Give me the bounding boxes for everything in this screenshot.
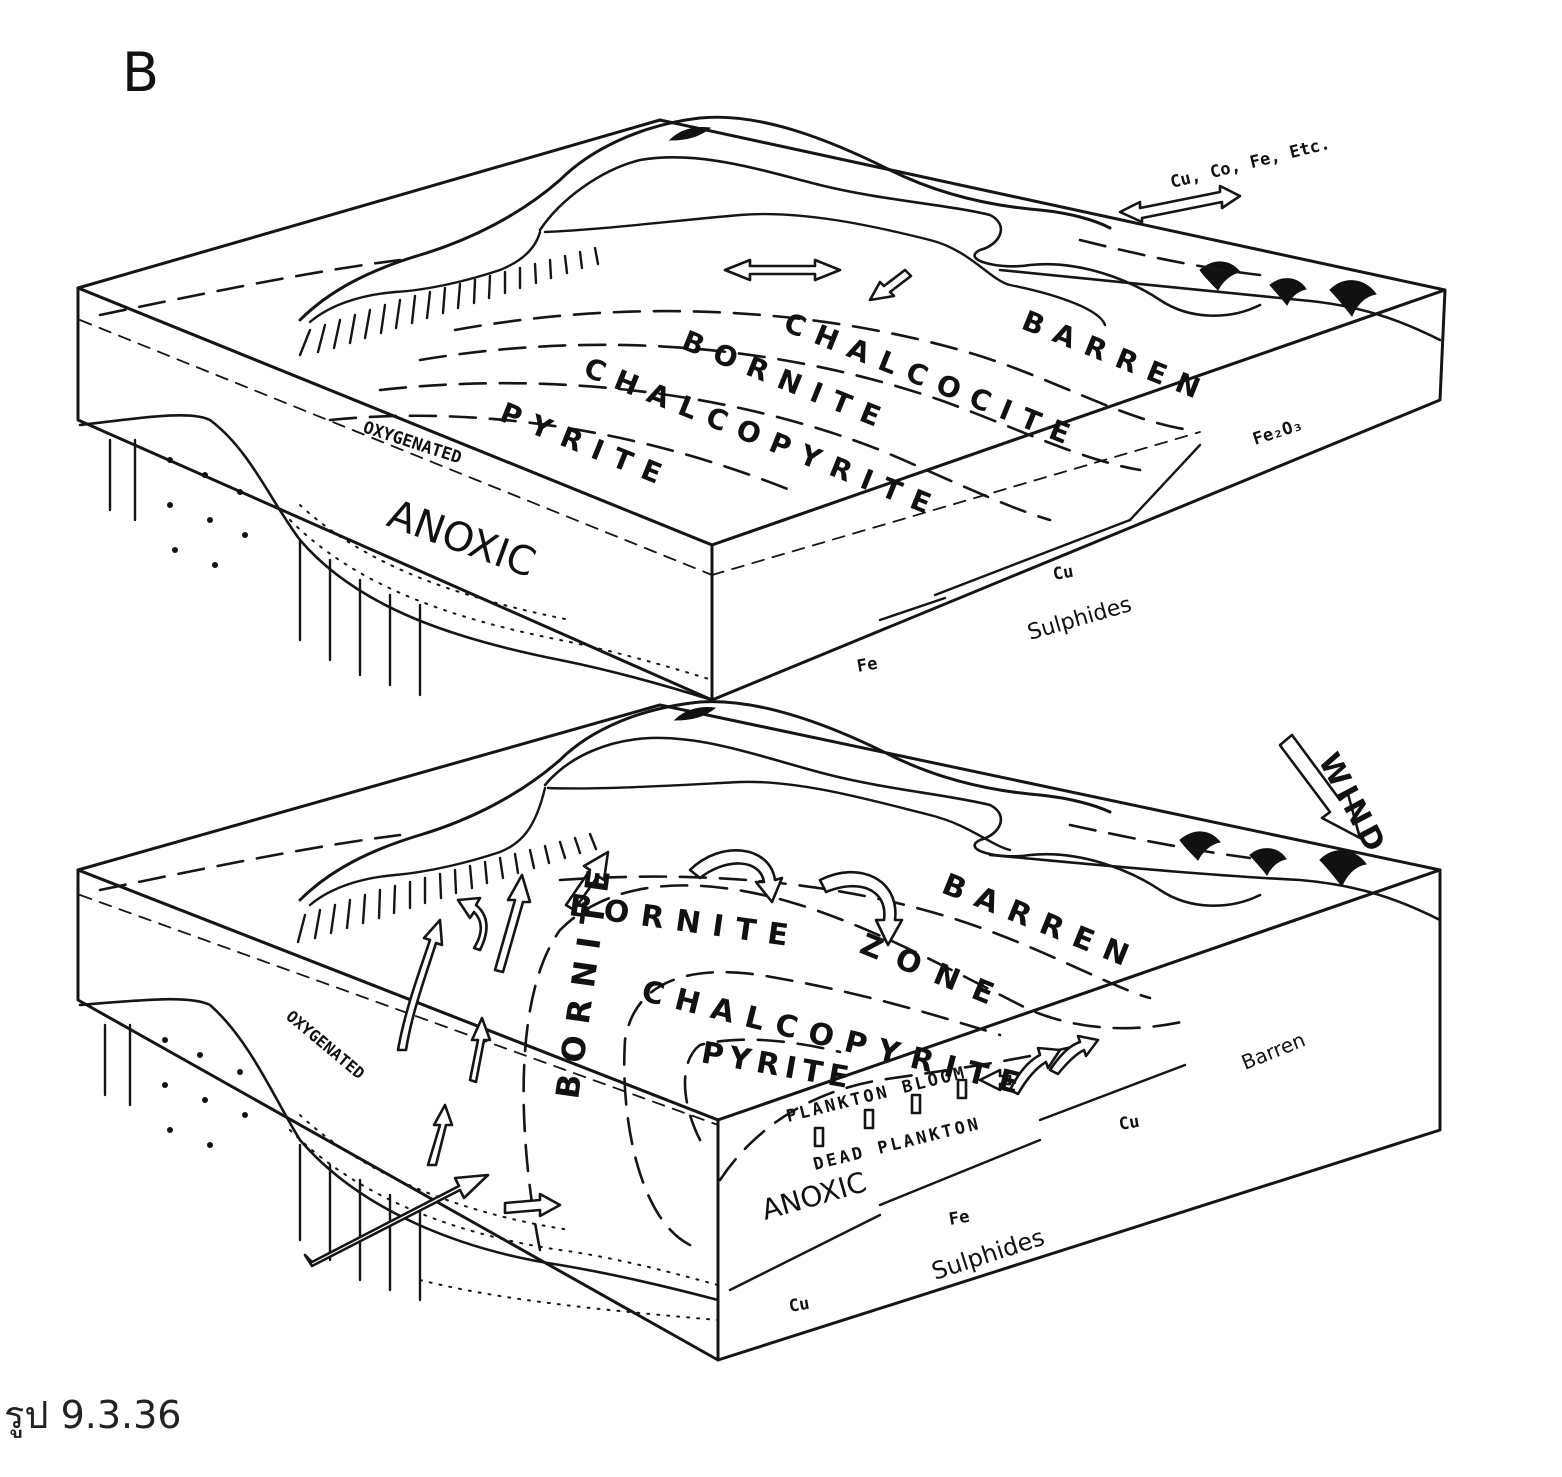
lower-front-dots bbox=[162, 1037, 248, 1148]
upper-river-dash bbox=[1078, 238, 1262, 277]
lower-cu-bracket-right bbox=[1038, 1063, 1187, 1122]
lower-front-bedding bbox=[103, 1023, 422, 1302]
lower-plankton-arrow-2 bbox=[1048, 1034, 1100, 1076]
upper-basin-profile bbox=[78, 413, 714, 702]
upper-block-diagram bbox=[76, 115, 1447, 702]
lower-anoxic-boundary bbox=[718, 1043, 1082, 1182]
upper-landmass-outline bbox=[298, 115, 1112, 322]
lower-dead-plankton-arrow bbox=[978, 1068, 1012, 1092]
lower-shoreline-inner bbox=[546, 780, 1012, 852]
upper-inflow-arrow bbox=[1118, 184, 1242, 224]
upper-vegetation-3 bbox=[1329, 280, 1377, 317]
lower-flow-arrow-right bbox=[503, 1192, 562, 1218]
lower-vegetation-peak bbox=[673, 707, 717, 721]
upper-vegetation-peak bbox=[668, 127, 712, 141]
lower-rise-arrow-2 bbox=[564, 850, 610, 912]
lower-vegetation-2 bbox=[1249, 848, 1287, 876]
upper-label-fe: Fe bbox=[855, 654, 879, 677]
lower-curl-arrow-2 bbox=[818, 870, 904, 947]
lower-fe-bracket bbox=[878, 1138, 1042, 1207]
lower-reef-hatching bbox=[296, 832, 598, 944]
upper-oxygenated-boundary-right bbox=[711, 431, 1201, 576]
upper-reef-hatching bbox=[298, 246, 600, 357]
upper-coast-right bbox=[998, 268, 1442, 342]
figure-caption: รูป 9.3.36 bbox=[4, 1393, 182, 1437]
lower-coast-right bbox=[988, 853, 1442, 922]
upper-front-bedding bbox=[108, 438, 422, 697]
lower-shore-left bbox=[308, 786, 547, 907]
lower-bornite-boundary bbox=[522, 884, 1192, 1252]
lower-upwelling-arrow-2 bbox=[396, 918, 444, 1052]
upper-label-sulphides: Sulphides bbox=[1025, 592, 1135, 646]
upper-shoreline-inner bbox=[543, 212, 1107, 327]
lower-river-dash bbox=[1068, 823, 1252, 860]
lower-basin-profile bbox=[78, 997, 720, 1302]
lower-chalcopyrite-boundary bbox=[623, 970, 1002, 1247]
lower-barren-boundary bbox=[558, 875, 1152, 1000]
lower-curl-arrow-1 bbox=[688, 849, 784, 904]
upper-down-arrow bbox=[868, 268, 913, 302]
upper-label-inflow: Cu, Co, Fe, Etc. bbox=[1168, 134, 1332, 193]
lower-lagoon-outline bbox=[543, 736, 1262, 907]
lower-block-right-face bbox=[716, 868, 1442, 1362]
lower-oxygenated-boundary bbox=[79, 894, 719, 1126]
upper-shore-left bbox=[308, 230, 542, 324]
lower-plankton-markers bbox=[813, 1078, 968, 1148]
lower-vegetation-3 bbox=[1319, 850, 1367, 887]
lower-rise-arrow-1 bbox=[493, 873, 532, 974]
upper-cu-bracket bbox=[933, 518, 1132, 597]
lower-label-cu-left: Cu bbox=[787, 1294, 811, 1317]
lower-label-cu-right: Cu bbox=[1117, 1112, 1141, 1135]
upper-zone-boundary-1 bbox=[453, 309, 1192, 432]
lower-pyrite-boundary bbox=[683, 1038, 842, 1142]
upper-block-right-face bbox=[710, 288, 1447, 702]
lower-cu-bracket-left bbox=[728, 1213, 882, 1292]
upper-vegetation-2 bbox=[1269, 278, 1307, 306]
upper-lagoon-outline bbox=[538, 156, 1262, 317]
panel-letter: B bbox=[122, 41, 160, 104]
upper-label-cu: Cu bbox=[1051, 562, 1075, 585]
lower-landmass-outline bbox=[298, 700, 1112, 902]
upper-fe-bracket bbox=[878, 596, 947, 622]
lower-down-arrow-2 bbox=[456, 896, 488, 952]
upper-zone-boundary-4 bbox=[328, 414, 792, 492]
lower-upwelling-arrow-1 bbox=[426, 1103, 454, 1167]
upper-oxygenated-boundary bbox=[79, 319, 713, 576]
lower-inflow-arrow bbox=[303, 1173, 490, 1268]
lower-block-diagram bbox=[76, 700, 1442, 1362]
lower-down-arrow-1 bbox=[468, 1016, 492, 1084]
lower-plankton-arrow-1 bbox=[1008, 1046, 1062, 1096]
lower-wind-arrow bbox=[1278, 733, 1362, 840]
upper-zone-boundary-2 bbox=[418, 343, 1142, 472]
lower-basin-sediment-3 bbox=[419, 1279, 719, 1321]
upper-lateral-arrow bbox=[723, 258, 842, 282]
lower-label-fe: Fe bbox=[947, 1207, 971, 1230]
upper-zone-boundary-5 bbox=[98, 258, 402, 317]
upper-front-dots bbox=[167, 457, 248, 568]
upper-basin-sediment-1 bbox=[289, 519, 713, 681]
lower-left-dash bbox=[98, 833, 402, 892]
lower-basin-sediment-1 bbox=[289, 1129, 719, 1286]
upper-fe2o3-bracket bbox=[1128, 443, 1202, 522]
